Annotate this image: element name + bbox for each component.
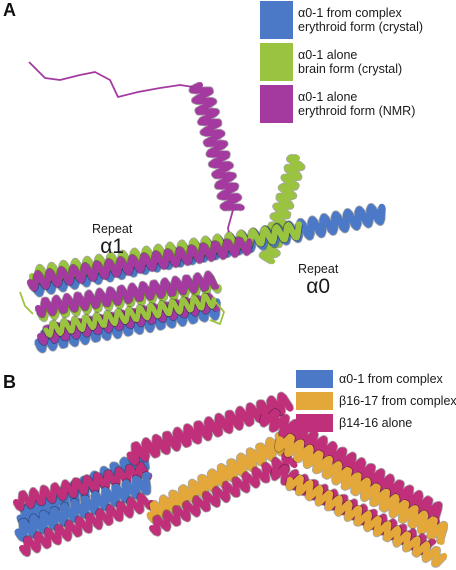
nmr-vertical-helix <box>189 82 245 211</box>
legend-swatch <box>260 85 293 123</box>
panel-b-structure <box>12 391 449 568</box>
legend-swatch <box>260 43 293 81</box>
brain-short-helix <box>259 154 305 265</box>
legend-line: erythroid form (NMR) <box>298 104 416 118</box>
legend-swatch <box>296 370 333 388</box>
panel-b-label: B <box>3 372 16 392</box>
brain-bundle-helix-2 <box>43 293 217 338</box>
legend-label: α0-1 alone erythroid form (NMR) <box>298 90 415 118</box>
legend-label: α0-1 from complex erythroid form (crysta… <box>298 6 423 34</box>
repeat-word: Repeat <box>92 222 133 236</box>
repeat-alpha0-label: Repeat α0 <box>298 262 338 298</box>
repeat-name: α0 <box>306 275 331 298</box>
legend-item-alpha01-complex: α0-1 from complex <box>296 370 456 388</box>
nmr-bundle-helix-1 <box>35 271 220 318</box>
legend-swatch <box>296 392 333 410</box>
repeat-alpha1-label: Repeat α1 <box>92 222 132 258</box>
panel-a-label: A <box>3 0 16 20</box>
panel-b-legend: α0-1 from complex β16-17 from complex β1… <box>296 370 456 436</box>
legend-item-alpha01-complex: α0-1 from complex erythroid form (crysta… <box>260 1 423 39</box>
legend-line: α0-1 alone <box>298 48 358 62</box>
legend-line: brain form (crystal) <box>298 62 403 76</box>
legend-line: α0-1 from complex <box>298 6 402 20</box>
legend-label: α0-1 from complex <box>339 372 443 386</box>
legend-label: β16-17 from complex <box>339 394 456 408</box>
beta1617-helix-1 <box>146 432 296 524</box>
beta1416-helix-4 <box>149 452 298 536</box>
nmr-long-helix <box>27 237 253 292</box>
repeat-name: α1 <box>100 235 125 258</box>
nmr-n-terminal-coil <box>28 61 206 98</box>
brain-loop-right <box>209 299 225 325</box>
legend-line: α0-1 alone <box>298 90 358 104</box>
legend-swatch <box>296 414 333 432</box>
legend-swatch <box>260 1 293 39</box>
legend-item-beta1617-complex: β16-17 from complex <box>296 392 456 410</box>
legend-item-beta1416-alone: β14-16 alone <box>296 414 456 432</box>
beta1617-helix-2 <box>274 433 448 545</box>
legend-line: erythroid form (crystal) <box>298 20 424 34</box>
repeat-word: Repeat <box>298 262 339 276</box>
complex-c-terminal-coil <box>371 209 385 221</box>
brain-loop-left <box>19 291 34 315</box>
panel-a-structure <box>19 61 387 354</box>
legend-item-alpha01-brain: α0-1 alone brain form (crystal) <box>260 43 423 81</box>
legend-item-alpha01-nmr: α0-1 alone erythroid form (NMR) <box>260 85 423 123</box>
beta1416-helix-2 <box>19 493 155 557</box>
beta1416-helix-3 <box>126 392 294 466</box>
legend-label: α0-1 alone brain form (crystal) <box>298 48 402 76</box>
beta1617-helix-3 <box>285 474 448 567</box>
complex-b-helix-2 <box>14 472 151 542</box>
panel-a-legend: α0-1 from complex erythroid form (crysta… <box>260 1 423 127</box>
legend-label: β14-16 alone <box>339 416 413 430</box>
